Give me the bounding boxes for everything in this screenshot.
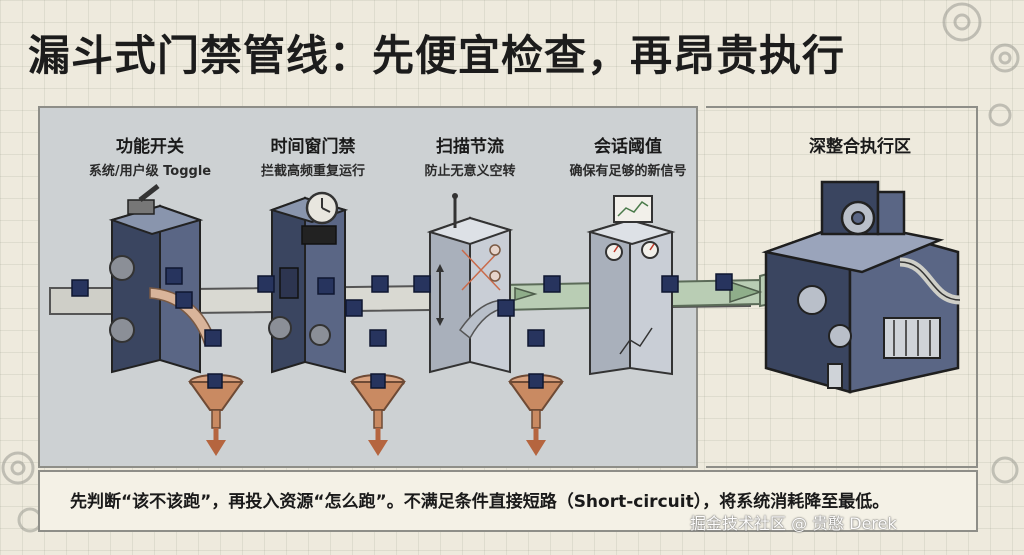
digital-display-icon	[301, 225, 337, 245]
data-cube	[317, 277, 335, 295]
data-cube	[497, 299, 515, 317]
data-cube	[165, 267, 183, 285]
gear-icon	[797, 285, 827, 315]
caption-text: 先判断“该不该跑”，再投入资源“怎么跑”。不满足条件直接短路（Short-cir…	[70, 492, 890, 512]
stage-subtitle-session-threshold: 确保有足够的新信号	[569, 164, 687, 179]
gear-icon	[942, 2, 982, 42]
data-cube	[345, 299, 363, 317]
toggle-lever-icon	[138, 184, 160, 202]
data-cubes	[71, 267, 733, 347]
data-cube	[543, 275, 561, 293]
stage-title-time-window: 时间窗门禁	[270, 137, 356, 157]
data-cube	[175, 291, 193, 309]
page-title: 漏斗式门禁管线：先便宜检查，再昂贵执行	[28, 31, 846, 80]
arrow-down-icon	[368, 440, 388, 456]
machine-scan-throttle	[426, 193, 514, 374]
gear-icon	[1, 451, 35, 485]
gear-icon	[990, 43, 1020, 73]
monitor-chart-icon	[613, 195, 653, 223]
stage-subtitle-toggle: 系统/用户级 Toggle	[88, 164, 212, 179]
gear-icon	[268, 316, 292, 340]
data-cube	[715, 273, 733, 291]
stage-subtitle-time-window: 拦截高频重复运行	[260, 164, 366, 179]
funnel-icon	[188, 381, 244, 411]
data-cube	[204, 329, 222, 347]
stage-title-toggle: 功能开关	[116, 137, 184, 157]
stage-title-scan-throttle: 扫描节流	[436, 137, 504, 157]
arrow-down-icon	[206, 440, 226, 456]
stage-subtitle-scan-throttle: 防止无意义空转	[424, 164, 516, 179]
watermark: 掘金技术社区 @ 贵憨 Derek	[690, 514, 897, 533]
machine-session-threshold	[586, 195, 676, 376]
data-cube	[257, 275, 275, 293]
caption-bar	[38, 470, 978, 532]
gear-icon	[109, 255, 135, 281]
gear-icon	[309, 324, 331, 346]
data-cube	[369, 329, 387, 347]
data-cube	[527, 329, 545, 347]
stage-title-session-threshold: 会话阈值	[594, 137, 662, 157]
funnel-3	[508, 373, 564, 456]
arrow-down-icon	[526, 440, 546, 456]
heatsink-icon	[883, 317, 941, 359]
gear-icon	[991, 456, 1019, 484]
data-cube	[413, 275, 431, 293]
funnel-1	[188, 373, 244, 456]
machine-toggle	[108, 184, 216, 374]
execution-zone-panel	[706, 106, 978, 468]
execution-zone-title: 深整合执行区	[809, 137, 911, 157]
flow-arrow-icon	[729, 280, 763, 304]
gear-icon	[828, 324, 852, 348]
funnel-icon	[508, 381, 564, 411]
gear-icon	[988, 103, 1012, 127]
data-cube	[371, 275, 389, 293]
funnel-icon	[350, 381, 406, 411]
execution-engine	[761, 180, 961, 394]
funnel-2	[350, 373, 406, 456]
data-cube	[661, 275, 679, 293]
gear-icon	[109, 317, 135, 343]
data-cube	[71, 279, 89, 297]
